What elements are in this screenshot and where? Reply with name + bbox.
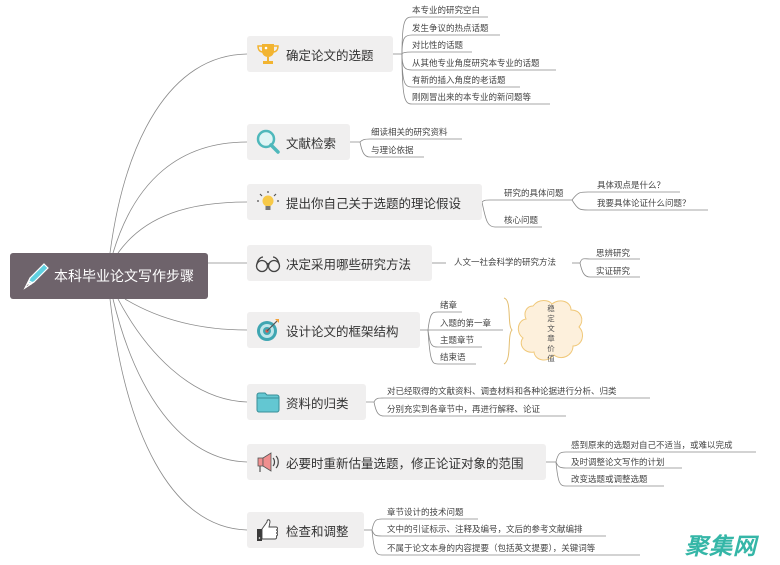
leaf[interactable]: 实证研究 [596, 267, 631, 277]
leaf[interactable]: 从其他专业角度研究本专业的话题 [412, 59, 540, 69]
branch-label: 必要时重新估量选题，修正论证对象的范围 [286, 455, 524, 471]
leaf[interactable]: 文中的引证标示、注释及编号，文后的参考文献编排 [387, 525, 583, 535]
trophy-icon [257, 44, 279, 64]
branch-label: 确定论文的选题 [286, 47, 374, 63]
branch-research-methods[interactable]: 决定采用哪些研究方法 [247, 245, 432, 281]
leaf[interactable]: 主题章节 [440, 336, 475, 346]
megaphone-icon [257, 452, 279, 472]
leaf[interactable]: 我要具体论证什么问题？ [597, 199, 691, 209]
fountain-pen-icon [23, 263, 49, 290]
branch-label: 资料的归类 [286, 395, 349, 411]
branch-classify-materials[interactable]: 资料的归类 [247, 384, 366, 420]
leaf[interactable]: 绪章 [440, 301, 458, 311]
glasses-icon [255, 256, 281, 273]
leaf[interactable]: 具体观点是什么？ [597, 181, 666, 191]
leaf[interactable]: 有新的插入角度的老话题 [412, 76, 506, 86]
summary-cloud [517, 300, 584, 361]
magnifier-icon [256, 129, 280, 154]
leaf[interactable]: 思辨研究 [596, 249, 631, 259]
leaf[interactable]: 发生争议的热点话题 [412, 24, 489, 34]
leaf[interactable]: 研究的具体问题 [504, 189, 564, 199]
branch-label: 提出你自己关于选题的理论假设 [286, 195, 462, 211]
target-icon [257, 319, 279, 341]
branch-check-adjust[interactable]: 检查和调整 [247, 512, 364, 548]
branch-hypothesis[interactable]: 提出你自己关于选题的理论假设 [247, 184, 482, 220]
branch-literature-search[interactable]: 文献检索 [247, 124, 350, 160]
branch-select-topic[interactable]: 确定论文的选题 [247, 36, 393, 72]
leaf[interactable]: 改变选题或调整选题 [571, 475, 648, 485]
watermark: 聚集网 [685, 534, 757, 560]
leaf[interactable]: 对已经取得的文献资料、调查材料和各种论据进行分析、归类 [387, 387, 617, 397]
leaf[interactable]: 与理论依据 [371, 146, 414, 156]
leaf[interactable]: 入题的第一章 [440, 319, 492, 329]
leaf[interactable]: 细读相关的研究资料 [371, 128, 448, 138]
leaf[interactable]: 及时调整论文写作的计划 [571, 458, 665, 468]
folder-icon [256, 392, 280, 413]
leaf[interactable]: 感到原来的选题对自己不适当，或难以完成 [571, 441, 733, 451]
leaf[interactable]: 章节设计的技术问题 [387, 508, 464, 518]
lightbulb-icon [257, 191, 279, 210]
branch-framework[interactable]: 设计论文的框架结构 [247, 312, 420, 348]
leaf[interactable]: 不属于论文本身的内容提要（包括英文提要），关键词等 [387, 544, 596, 554]
leaf[interactable]: 本专业的研究空白 [412, 6, 481, 16]
branch-label: 设计论文的框架结构 [286, 323, 399, 339]
leaf[interactable]: 刚刚冒出来的本专业的新问题等 [412, 93, 532, 103]
branch-reassess-topic[interactable]: 必要时重新估量选题，修正论证对象的范围 [247, 444, 546, 480]
leaf[interactable]: 对比性的话题 [412, 41, 464, 51]
thumbs-up-icon [257, 519, 278, 541]
leaf[interactable]: 核心问题 [504, 216, 539, 226]
root-node[interactable]: 本科毕业论文写作步骤 [10, 253, 208, 299]
summary-text: 稳定文章价值 [547, 304, 555, 363]
root-label: 本科毕业论文写作步骤 [54, 269, 194, 285]
branch-label: 检查和调整 [286, 523, 349, 539]
branch-label: 决定采用哪些研究方法 [286, 256, 412, 272]
leaf[interactable]: 分别充实到各章节中，再进行解释、论证 [387, 405, 541, 415]
branch-label: 文献检索 [286, 135, 337, 151]
leaf[interactable]: 人文一社会科学的研究方法 [454, 258, 557, 268]
leaf[interactable]: 结束语 [440, 353, 466, 363]
